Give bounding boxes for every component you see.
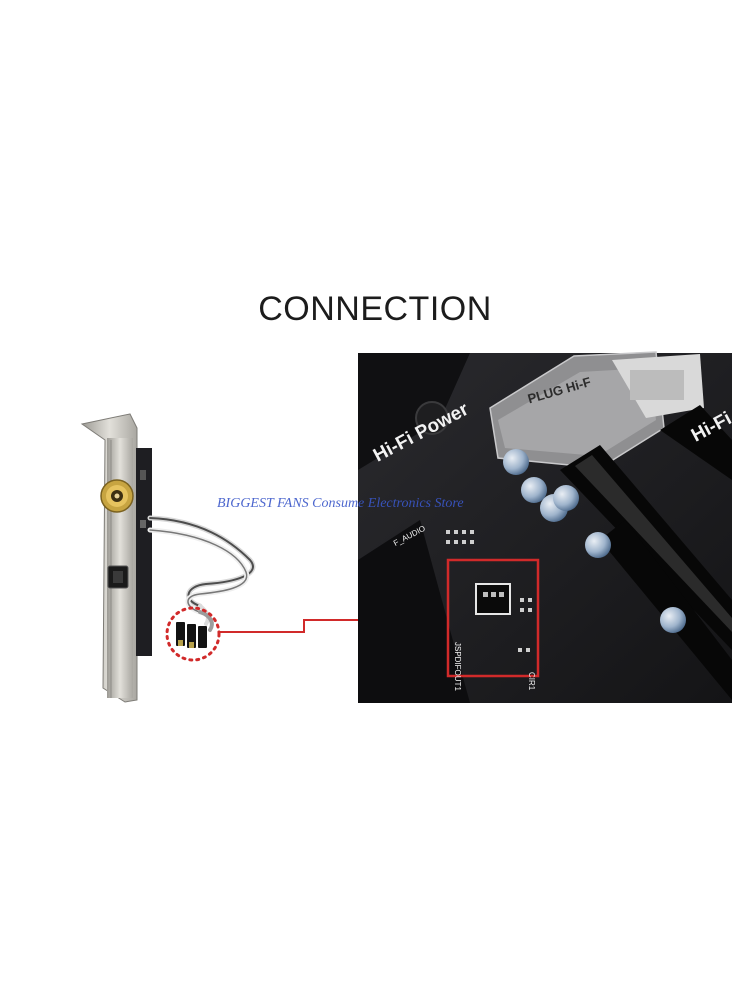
spdif-header [475,583,511,615]
header-highlight-box [446,558,540,678]
connector-highlight-circle [165,606,221,662]
cable-bundle [147,515,256,632]
spdif-bracket [80,413,152,703]
page-title: CONNECTION [258,290,492,328]
header-silkscreen-label: JSPDIFOUT1 [453,642,462,691]
coaxial-jack [100,479,134,513]
store-watermark: BIGGEST FANS Consume Electronics Store [217,496,464,511]
optical-port [107,565,129,589]
pin-connector [176,622,207,648]
motherboard-photo [358,351,732,703]
cir-silkscreen-label: CIR1 [527,672,536,691]
